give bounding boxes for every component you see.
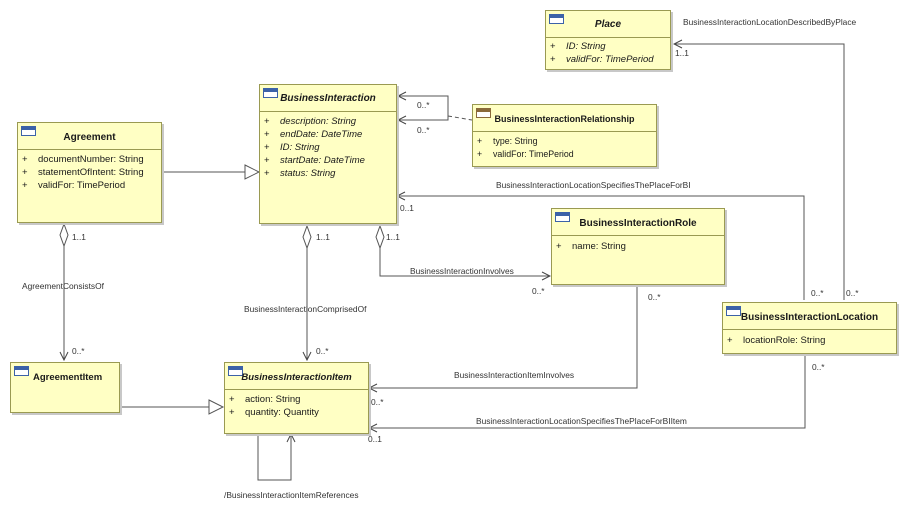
class-business-interaction[interactable]: BusinessInteraction +description: String… xyxy=(259,84,397,224)
attribute: +locationRole: String xyxy=(727,335,826,346)
class-name: Place xyxy=(594,19,622,30)
multiplicity: 0..* xyxy=(648,292,661,302)
multiplicity: 0..1 xyxy=(368,434,382,444)
attribute: +ID: String xyxy=(550,41,606,52)
class-name: BusinessInteractionLocation xyxy=(740,312,879,323)
class-icon xyxy=(549,14,564,24)
attribute: +endDate: DateTime xyxy=(264,129,363,140)
association-label: BusinessInteractionItemInvolves xyxy=(454,370,575,380)
assoc-involves xyxy=(379,248,550,276)
association-label: AgreementConsistsOf xyxy=(22,281,104,291)
multiplicity: 0..* xyxy=(417,100,430,110)
multiplicity: 0..* xyxy=(316,346,329,356)
attribute: +quantity: Quantity xyxy=(229,407,319,418)
association-label: BusinessInteractionComprisedOf xyxy=(244,304,367,314)
class-business-interaction-relationship[interactable]: BusinessInteractionRelationship +type: S… xyxy=(472,104,657,167)
multiplicity: 0..* xyxy=(532,286,545,296)
aggregation-diamond-bi-involves xyxy=(375,224,385,250)
assoc-item-involves xyxy=(369,284,638,388)
multiplicity: 1..1 xyxy=(386,232,400,242)
class-icon xyxy=(726,306,741,316)
attribute: +action: String xyxy=(229,394,301,405)
class-name: BusinessInteractionItem xyxy=(241,372,352,383)
multiplicity: 0..* xyxy=(371,397,384,407)
multiplicity: 0..* xyxy=(812,362,825,372)
attribute: +status: String xyxy=(264,168,336,179)
class-agreement[interactable]: Agreement +documentNumber: String +state… xyxy=(17,122,162,223)
generalization-triangle-bii xyxy=(208,399,225,415)
class-business-interaction-role[interactable]: BusinessInteractionRole +name: String xyxy=(551,208,725,285)
multiplicity: 0..* xyxy=(811,288,824,298)
class-business-interaction-location[interactable]: BusinessInteractionLocation +locationRol… xyxy=(722,302,897,354)
class-icon xyxy=(14,366,29,376)
class-name: BusinessInteractionRole xyxy=(579,218,697,229)
association-label: BusinessInteractionLocationDescribedByPl… xyxy=(683,17,857,27)
class-name: Agreement xyxy=(63,132,116,143)
multiplicity: 1..1 xyxy=(72,232,86,242)
association-label: BusinessInteractionLocationSpecifiesTheP… xyxy=(476,416,687,426)
class-icon xyxy=(555,212,570,222)
class-business-interaction-item[interactable]: BusinessInteractionItem +action: String … xyxy=(224,362,369,434)
association-label: BusinessInteractionInvolves xyxy=(410,266,514,276)
generalization-triangle-bi xyxy=(244,164,261,180)
attribute: +validFor: TimePeriod xyxy=(477,149,574,159)
multiplicity: 0..* xyxy=(417,125,430,135)
class-name: AgreementItem xyxy=(33,372,103,383)
class-name: BusinessInteraction xyxy=(280,93,376,104)
assoc-specifies-place-for-item xyxy=(369,354,806,428)
multiplicity: 0..1 xyxy=(400,203,414,213)
class-place[interactable]: Place +ID: String +validFor: TimePeriod xyxy=(545,10,671,70)
assoc-class-link xyxy=(447,115,473,121)
class-icon xyxy=(21,126,36,136)
attribute: +ID: String xyxy=(264,142,320,153)
multiplicity: 1..1 xyxy=(316,232,330,242)
class-icon xyxy=(228,366,243,376)
association-class-icon xyxy=(476,108,491,118)
assoc-bi-self xyxy=(398,96,449,116)
assoc-specifies-place-for-bi xyxy=(397,196,805,300)
assoc-item-references xyxy=(257,434,291,481)
attribute: +validFor: TimePeriod xyxy=(22,180,126,191)
assoc-bi-self-return xyxy=(398,116,449,120)
attribute: +startDate: DateTime xyxy=(264,155,365,166)
aggregation-diamond-bi-comprised xyxy=(302,224,312,250)
multiplicity: 1..1 xyxy=(675,48,689,58)
class-agreement-item[interactable]: AgreementItem xyxy=(10,362,120,413)
attribute: +documentNumber: String xyxy=(22,154,144,165)
class-name: BusinessInteractionRelationship xyxy=(494,114,635,124)
multiplicity: 0..* xyxy=(846,288,859,298)
attribute: +validFor: TimePeriod xyxy=(550,54,654,65)
attribute: +name: String xyxy=(556,241,626,252)
assoc-described-by-place xyxy=(674,44,845,300)
attribute: +statementOfIntent: String xyxy=(22,167,144,178)
attribute: +type: String xyxy=(477,136,538,146)
class-icon xyxy=(263,88,278,98)
attribute: +description: String xyxy=(264,116,357,127)
aggregation-diamond-agreement xyxy=(59,222,69,248)
association-label: /BusinessInteractionItemReferences xyxy=(224,490,359,500)
multiplicity: 0..* xyxy=(72,346,85,356)
association-label: BusinessInteractionLocationSpecifiesTheP… xyxy=(496,180,691,190)
